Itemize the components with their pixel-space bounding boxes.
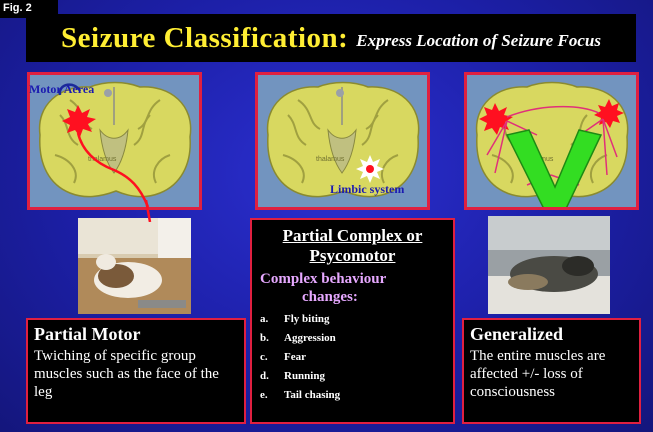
slide-subtitle: Express Location of Seizure Focus	[356, 26, 601, 51]
motor-area-label: Motor Aerea	[29, 82, 94, 97]
title-bar: Seizure Classification: Express Location…	[26, 14, 636, 62]
brain-illustration-right: thalamus	[467, 75, 636, 207]
connector-line	[140, 200, 160, 222]
complex-behaviour-label: Complex behaviour	[260, 270, 445, 288]
behaviour-list: a.Fly biting b.Aggression c.Fear d.Runni…	[260, 310, 445, 405]
slide-title: Seizure Classification:	[61, 22, 348, 55]
generalized-box: Generalized The entire muscles are affec…	[462, 318, 641, 424]
changes-label: changes:	[260, 288, 445, 306]
list-item: a.Fly biting	[260, 310, 445, 329]
brain-panel-generalized: thalamus	[464, 72, 639, 210]
list-item: c.Fear	[260, 348, 445, 367]
partial-complex-box: Partial Complex or Psycomotor Complex be…	[250, 218, 455, 424]
dog-photo-generalized	[488, 216, 610, 314]
partial-motor-box: Partial Motor Twiching of specific group…	[26, 318, 246, 424]
thalamus-label-center: thalamus	[316, 156, 345, 163]
limbic-system-label: Limbic system	[330, 182, 404, 197]
dog-photo-partial-motor	[78, 218, 191, 314]
partial-complex-heading-line2: Psycomotor	[260, 246, 445, 266]
generalized-text: The entire muscles are affected +/- loss…	[470, 347, 633, 401]
limbic-burst-icon	[356, 155, 384, 183]
list-item: b.Aggression	[260, 329, 445, 348]
list-item: d.Running	[260, 367, 445, 386]
partial-complex-heading-line1: Partial Complex or	[260, 226, 445, 246]
partial-motor-text: Twiching of specific group muscles such …	[34, 347, 238, 401]
partial-motor-heading: Partial Motor	[34, 324, 238, 345]
list-item: e.Tail chasing	[260, 386, 445, 405]
generalized-heading: Generalized	[470, 324, 633, 345]
